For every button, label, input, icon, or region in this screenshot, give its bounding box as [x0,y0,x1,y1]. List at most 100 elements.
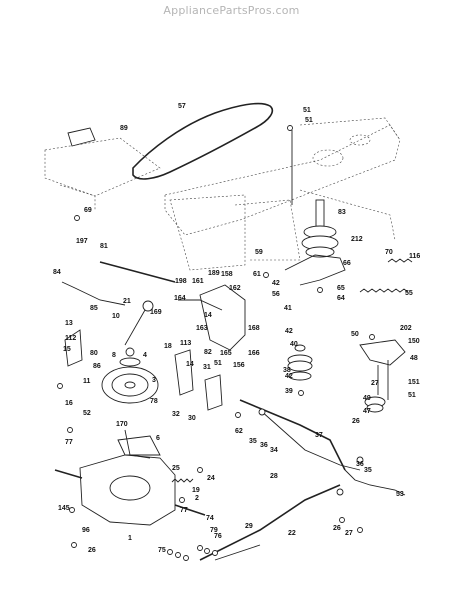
callout-77: 77 [180,507,188,514]
callout-49: 49 [363,395,371,402]
callout-26: 26 [352,418,360,425]
callout-29: 29 [245,523,253,530]
callout-74: 74 [206,515,214,522]
callout-164: 164 [174,295,186,302]
fasteners [57,125,375,561]
callout-69: 69 [84,207,92,214]
callout-202: 202 [400,325,412,332]
callout-30: 30 [188,415,196,422]
callout-82: 82 [204,349,212,356]
callout-14: 14 [204,312,212,319]
callout-113: 113 [180,340,191,347]
right-bracket [359,339,406,413]
rod-34 [259,409,361,471]
engine-pulley [291,130,339,258]
callout-168: 168 [248,325,260,332]
callout-70: 70 [385,249,393,256]
callout-18: 18 [164,343,172,350]
callout-66: 66 [343,260,351,267]
callout-151: 151 [408,379,420,386]
callout-81: 81 [100,243,108,250]
callout-57: 57 [178,103,186,110]
callout-27: 27 [371,380,379,387]
callout-8: 8 [112,352,116,359]
callout-79: 79 [210,527,218,534]
callout-166: 166 [248,350,260,357]
callout-161: 161 [192,278,204,285]
callout-145: 145 [58,505,70,512]
callout-51: 51 [214,360,222,367]
callout-36: 36 [260,442,268,449]
callout-11: 11 [83,378,91,385]
callout-64: 64 [337,295,345,302]
callout-35: 35 [249,438,257,445]
callout-198: 198 [175,278,187,285]
callout-86: 86 [93,363,101,370]
callout-10: 10 [112,313,120,320]
callout-170: 170 [116,421,128,428]
callout-47: 47 [363,408,371,415]
callout-85: 85 [90,305,98,312]
callout-51: 51 [408,392,416,399]
rod-84 [61,281,126,306]
callout-15: 15 [63,346,71,353]
callout-62: 62 [235,428,243,435]
pedal-pad [67,127,96,147]
linkage-bracket [199,284,246,351]
callout-25: 25 [172,465,180,472]
chassis-frame [44,117,401,271]
callout-78: 78 [150,398,158,405]
brake-rod-81 [99,261,176,283]
callout-26: 26 [88,547,96,554]
callout-1: 1 [128,535,132,542]
callout-42: 42 [272,280,280,287]
callout-51: 51 [305,117,313,124]
callout-83: 83 [338,209,346,216]
callout-31: 31 [203,364,211,371]
callout-162: 162 [229,285,241,292]
watermark: AppliancePartsPros.com [163,4,300,17]
callout-14: 14 [186,361,194,368]
callout-48: 48 [410,355,418,362]
callout-42: 42 [285,373,293,380]
spring-25 [171,478,194,483]
callout-84: 84 [53,269,61,276]
callout-163: 163 [196,325,208,332]
callout-165: 165 [220,350,232,357]
callout-50: 50 [351,331,359,338]
callout-169: 169 [150,309,162,316]
callout-2: 2 [195,495,199,502]
callout-42: 42 [285,328,293,335]
callout-39: 39 [285,388,293,395]
return-spring [359,288,409,293]
callout-41: 41 [284,305,292,312]
callout-53: 53 [396,491,404,498]
callout-21: 21 [123,298,131,305]
idler-bracket [284,254,346,286]
callout-19: 19 [192,487,200,494]
callout-212: 212 [351,236,363,243]
callout-35: 35 [364,467,372,474]
spring-116 [387,258,413,263]
rod-53 [344,469,406,496]
callout-77: 77 [65,439,73,446]
rod-22 [214,544,261,561]
drive-belt [132,102,274,180]
rod-37 [239,399,346,471]
callout-96: 96 [82,527,90,534]
bracket-31 [204,374,223,411]
callout-36: 36 [356,461,364,468]
callout-59: 59 [255,249,263,256]
transaxle-pulley [101,347,159,404]
callout-4: 4 [143,352,147,359]
callout-65: 65 [337,285,345,292]
callout-26: 26 [333,525,341,532]
rod-28 [199,484,341,561]
callout-32: 32 [172,411,180,418]
callout-24: 24 [207,475,215,482]
callout-61: 61 [253,271,261,278]
linkage-rod [178,299,223,311]
callout-51: 51 [303,107,311,114]
